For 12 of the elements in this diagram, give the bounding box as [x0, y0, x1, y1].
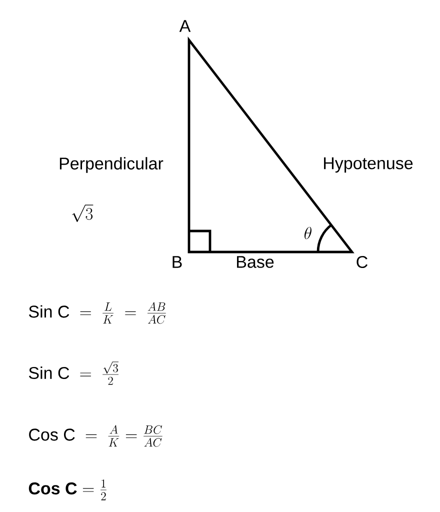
vertex-label: B	[172, 256, 182, 268]
side-label: Base	[237, 256, 274, 268]
formula: $\mbox{Sin C} \;=\; \frac{\sqrt{3}}{2}$	[28, 362, 118, 385]
formula: $\mbox{\textbf{Cos C}} = \frac{1}{2}$	[28, 480, 106, 500]
angle-label: $\theta$	[304, 226, 312, 240]
formula: $\mbox{Sin C} \;=\; \frac{L}{K} \;=\; \frac{AB}{AC}$	[28, 302, 166, 324]
vertex-label: A	[179, 20, 191, 32]
side-value: $\sqrt{3}$	[72, 204, 94, 222]
vertex-label: C	[356, 256, 368, 268]
side-label: Hypotenuse	[324, 157, 413, 173]
side-label: Perpendicular	[60, 157, 164, 173]
formula: $\mbox{Cos C} \;=\; \frac{A}{K} = \frac{BC}{AC}$	[29, 425, 162, 447]
